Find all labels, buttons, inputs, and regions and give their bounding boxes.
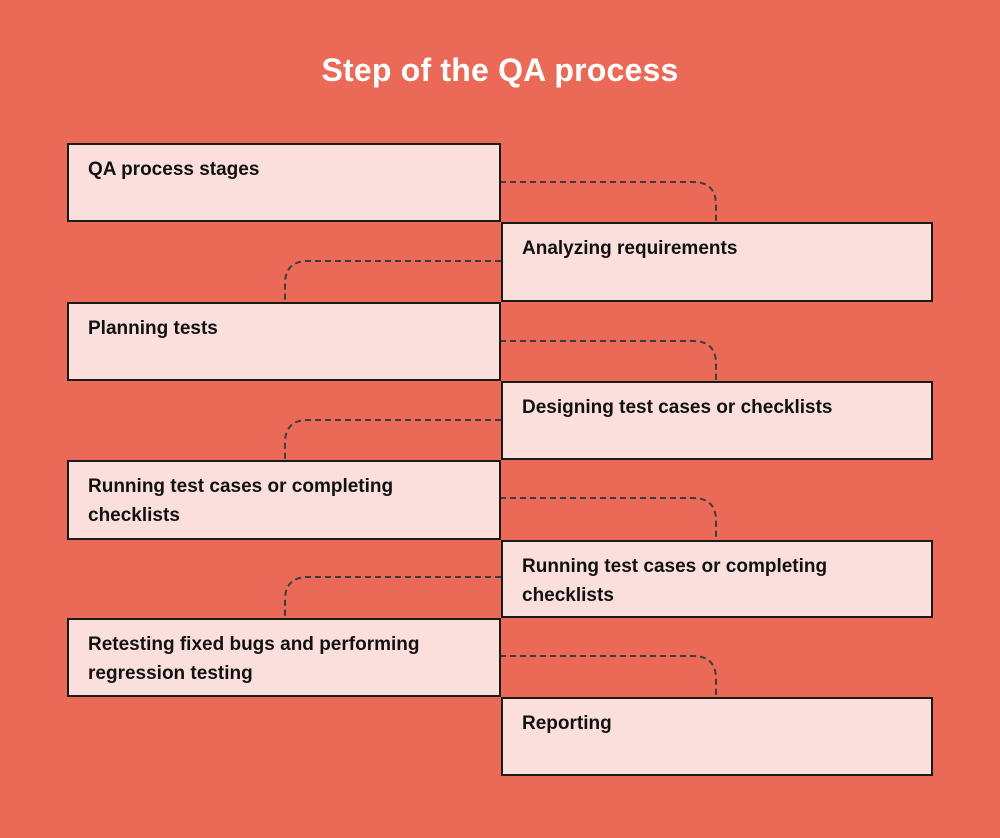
box-label: Reporting [522, 713, 612, 734]
box-label: Running test cases or completing checkli… [88, 476, 394, 526]
process-box-qa-process-stages: QA process stages [67, 143, 501, 222]
process-box-analyzing-requirements: Analyzing requirements [501, 222, 933, 302]
connector-7 [500, 655, 717, 697]
connector-1 [500, 181, 717, 222]
box-label: Analyzing requirements [522, 238, 738, 259]
process-box-reporting: Reporting [501, 697, 933, 776]
box-label: QA process stages [88, 159, 260, 180]
process-box-planning-tests: Planning tests [67, 302, 501, 381]
connector-6 [284, 576, 501, 618]
process-box-running-test-cases-left: Running test cases or completing checkli… [67, 460, 501, 540]
connector-5 [500, 497, 717, 540]
connector-2 [284, 260, 501, 302]
connector-4 [284, 419, 501, 460]
page-title: Step of the QA process [321, 52, 679, 88]
box-label: Designing test cases or checklists [522, 397, 833, 418]
box-label: Retesting fixed bugs and performing regr… [88, 634, 420, 684]
box-label: Running test cases or completing checkli… [522, 556, 828, 606]
process-box-retesting-fixed-bugs: Retesting fixed bugs and performing regr… [67, 618, 501, 697]
box-label: Planning tests [88, 318, 218, 339]
process-box-designing-test-cases: Designing test cases or checklists [501, 381, 933, 460]
process-box-running-test-cases-right: Running test cases or completing checkli… [501, 540, 933, 618]
connector-3 [500, 340, 717, 381]
